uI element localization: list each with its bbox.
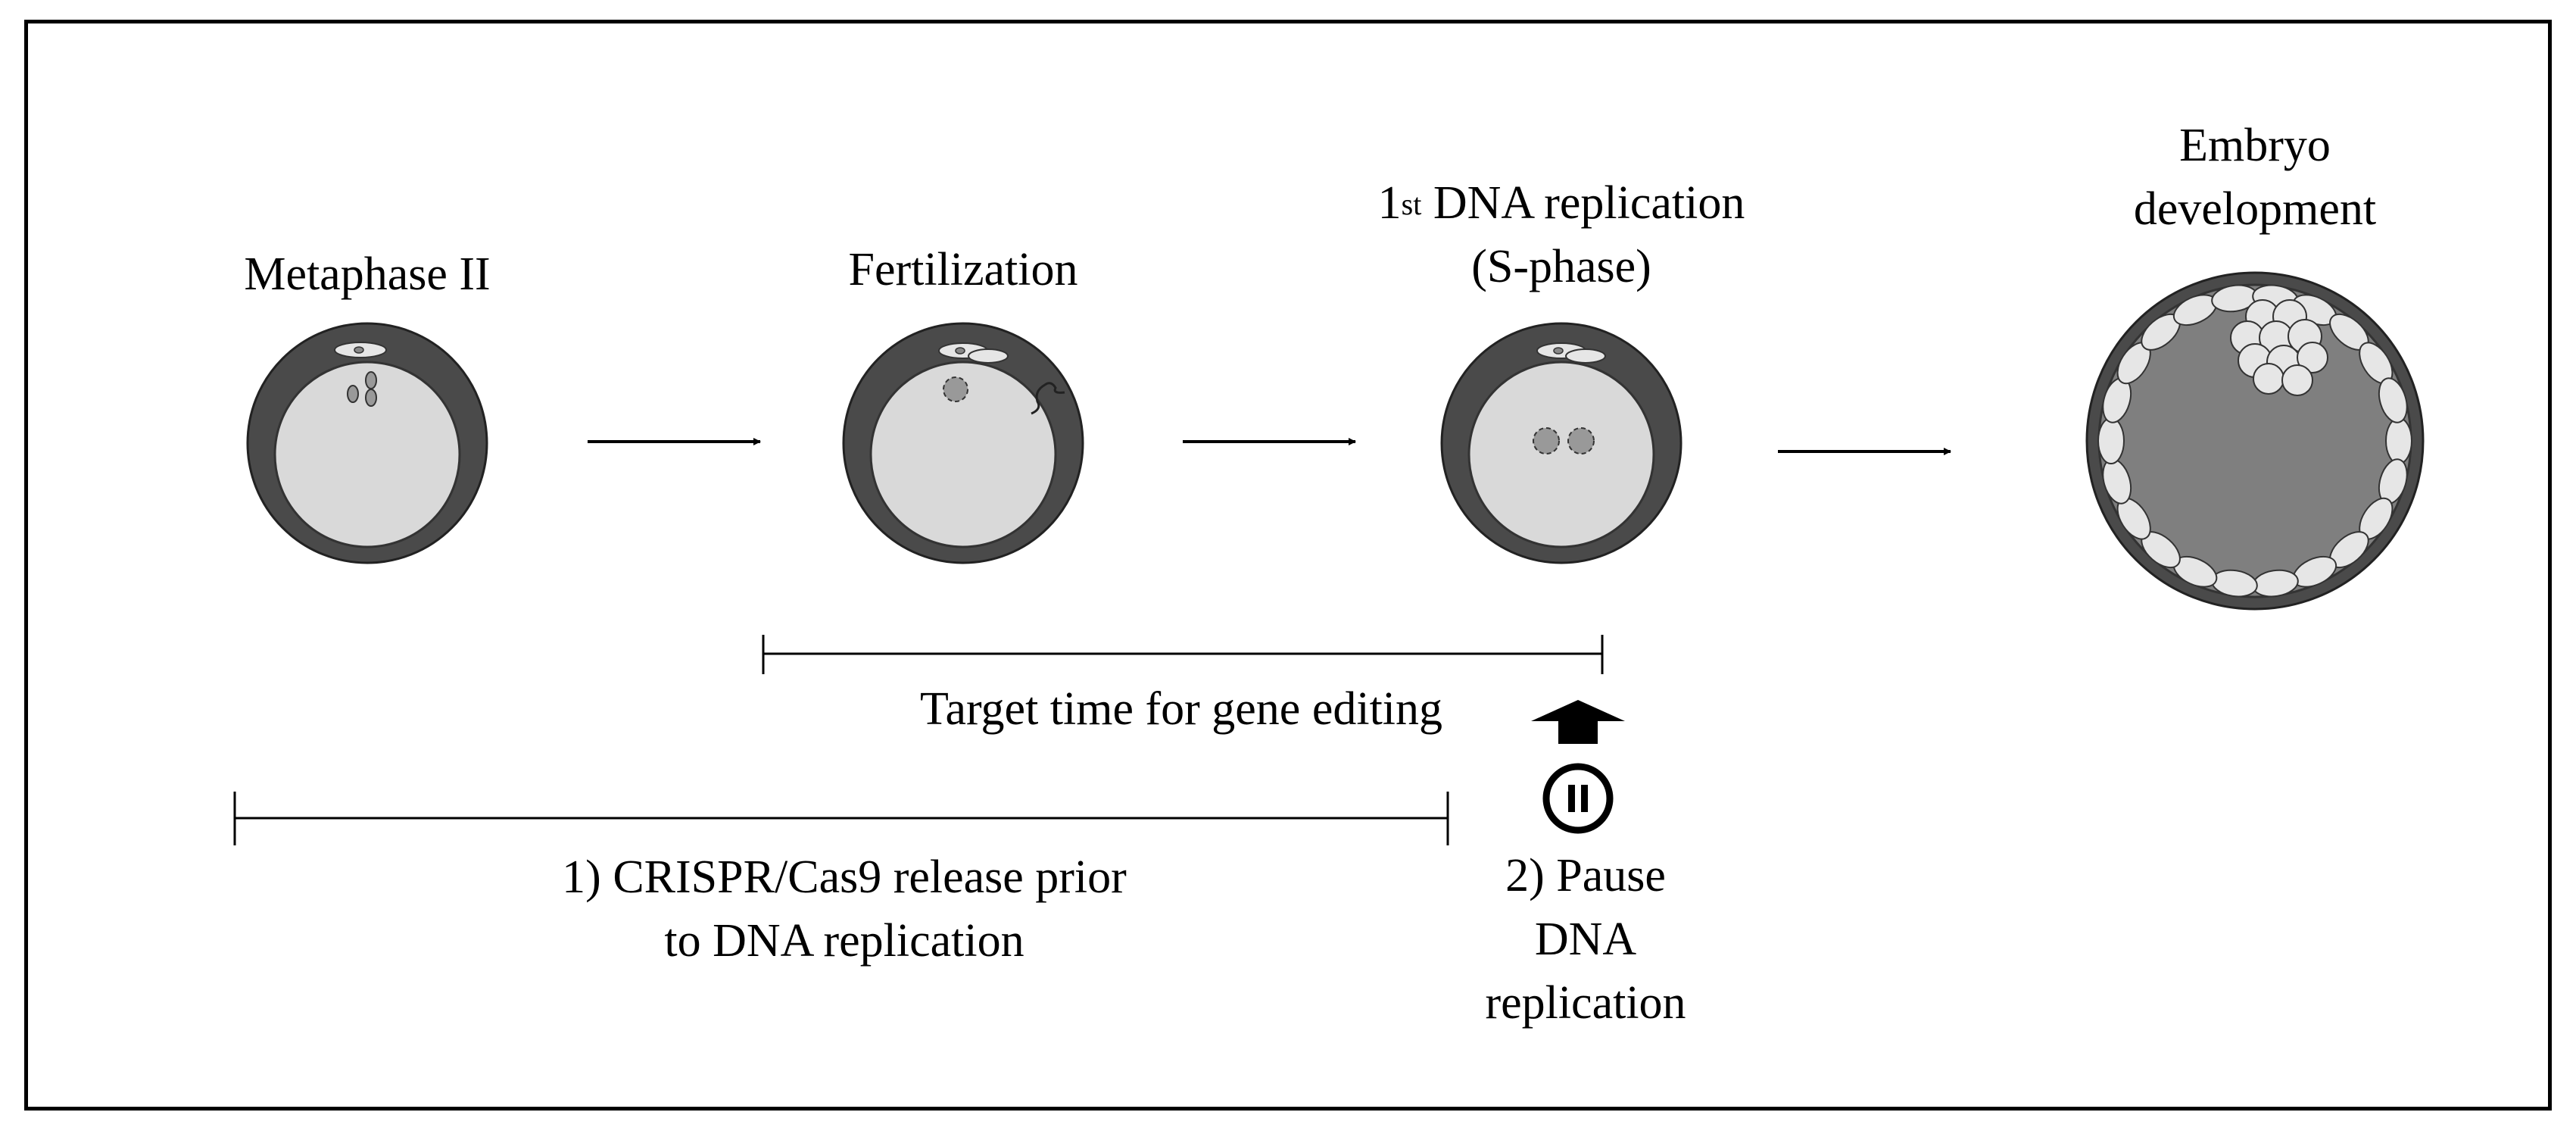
trophectoderm-cells bbox=[2097, 284, 2412, 598]
blastocyst bbox=[2085, 271, 2425, 611]
strategy2-label: 2) Pause DNA replication bbox=[1485, 850, 1686, 1029]
strategy1-label: 1) CRISPR/Cas9 release prior to DNA repl… bbox=[562, 851, 1127, 967]
stage-label-metaphase-ii: Metaphase II bbox=[244, 248, 491, 300]
pause-circle-icon bbox=[1542, 763, 1614, 834]
chromosomes bbox=[347, 371, 377, 407]
target-time-bracket bbox=[762, 635, 1604, 674]
figure-border bbox=[24, 20, 2552, 1111]
inner-cell-mass bbox=[2230, 299, 2328, 396]
zygote-s-phase bbox=[1440, 322, 1683, 564]
stage-label-embryo-development: Embryo development bbox=[2133, 120, 2377, 235]
stage-label-fertilization: Fertilization bbox=[848, 244, 1078, 295]
zygote-fertilization bbox=[842, 322, 1084, 564]
trophectoderm-cell bbox=[2378, 377, 2408, 423]
sperm bbox=[1031, 382, 1065, 415]
strategy1-bracket bbox=[233, 792, 1449, 845]
up-arrow-icon bbox=[1531, 700, 1625, 744]
oocyte-metaphase-ii bbox=[246, 322, 488, 564]
trophectoderm-cell bbox=[2097, 417, 2125, 464]
trophectoderm-cell bbox=[2385, 417, 2412, 464]
target-time-label: Target time for gene editing bbox=[919, 683, 1443, 735]
dna-replication-line2: (S-phase) bbox=[1471, 241, 1651, 292]
dna-replication-line1: 1st DNA replication bbox=[1377, 177, 1745, 229]
stage-label-dna-replication: 1st DNA replication (S-phase) bbox=[1258, 171, 1864, 298]
